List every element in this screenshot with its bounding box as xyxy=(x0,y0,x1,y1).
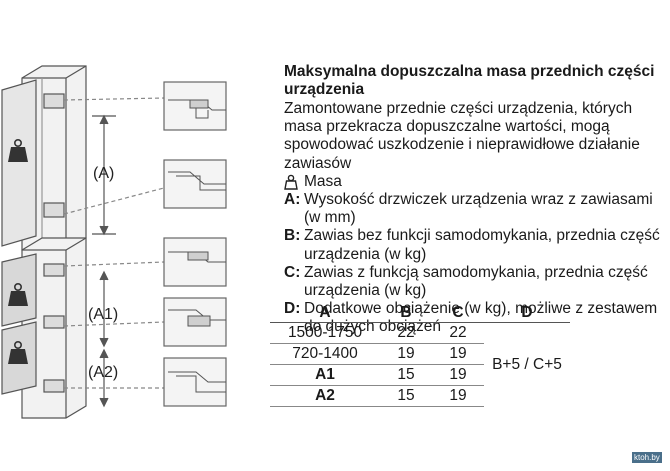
table-cell: 1500-1750 xyxy=(270,322,380,344)
legend-key: B: xyxy=(284,227,301,245)
legend-key: C: xyxy=(284,263,301,281)
dimension-label-a2: (A2) xyxy=(88,364,118,381)
load-table: A B C D 1500-1750 22 22 B+5 / C+5 720-14… xyxy=(270,304,570,407)
table-header-row: A B C D xyxy=(270,304,570,323)
table-cell: A2 xyxy=(270,385,380,407)
table-cell: 19 xyxy=(380,343,432,365)
weight-icon xyxy=(8,147,28,162)
table-cell: 720-1400 xyxy=(270,343,380,365)
table-row: A1 15 19 xyxy=(270,364,570,386)
dimension-label-a1: (A1) xyxy=(88,306,118,323)
legend-weight-label: Masa xyxy=(304,172,342,190)
legend-text: Zawias z funkcją samodomykania, przednia… xyxy=(304,263,648,300)
single-door-panel xyxy=(1,79,37,247)
table-row: 720-1400 19 19 xyxy=(270,343,570,365)
column-header: B xyxy=(380,304,432,323)
table-cell: 19 xyxy=(432,364,484,386)
legend-text: Wysokość drzwiczek urządzenia wraz z zaw… xyxy=(304,191,653,227)
table-cell: 22 xyxy=(380,322,432,344)
table-row: A2 15 19 xyxy=(270,385,570,407)
section-heading: Maksymalna dopuszczalna masa przednich c… xyxy=(284,63,655,98)
detail-box-5 xyxy=(163,357,227,407)
table-cell: 15 xyxy=(380,385,432,407)
weight-icon xyxy=(8,349,28,364)
dimension-label-a: (A) xyxy=(93,165,114,182)
column-header: A xyxy=(270,304,380,323)
merged-d-cell: B+5 / C+5 xyxy=(492,355,562,373)
legend-item: A: Wysokość drzwiczek urządzenia wraz z … xyxy=(284,191,668,227)
warning-paragraph: Zamontowane przednie części urządzenia, … xyxy=(284,100,640,172)
table-cell: 22 xyxy=(432,322,484,344)
column-header: C xyxy=(432,304,484,323)
table-cell: A1 xyxy=(270,364,380,386)
legend-weight-row: Masa xyxy=(284,173,668,191)
hinge-installation-diagram: (A) (A1) (A2) xyxy=(1,65,227,419)
legend-key: A: xyxy=(284,191,301,209)
table-cell: 19 xyxy=(432,385,484,407)
table-row: 1500-1750 22 22 B+5 / C+5 xyxy=(270,322,570,373)
watermark: ktoh.by xyxy=(632,452,662,463)
table-cell: 15 xyxy=(380,364,432,386)
table-cell: 19 xyxy=(432,343,484,365)
column-header: D xyxy=(484,304,570,323)
weight-icon xyxy=(8,291,28,306)
legend-text: Zawias bez funkcji samodomykania, przedn… xyxy=(304,227,660,263)
weight-icon xyxy=(284,173,304,191)
legend-item: B: Zawias bez funkcji samodomykania, prz… xyxy=(284,227,668,263)
legend-item: C: Zawias z funkcją samodomykania, przed… xyxy=(284,264,668,300)
description-column: Maksymalna dopuszczalna masa przednich c… xyxy=(284,63,668,337)
